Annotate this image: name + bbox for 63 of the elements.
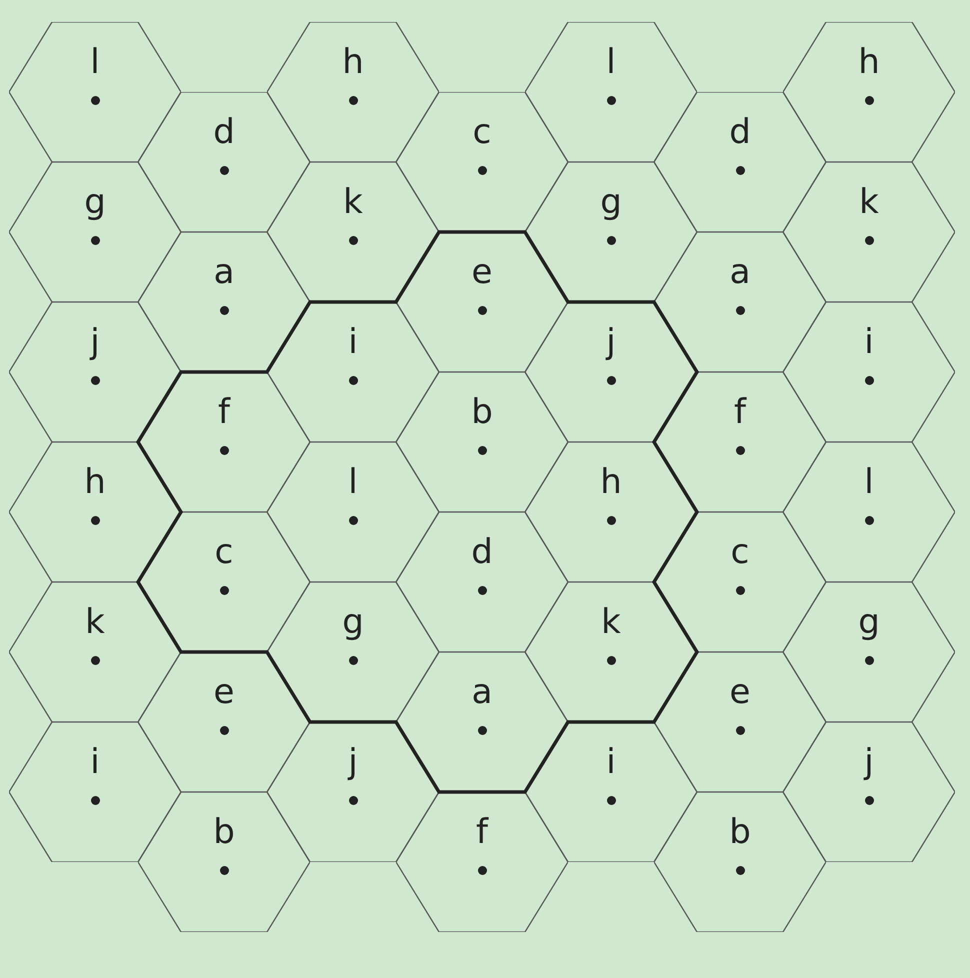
tile-letter: i <box>347 322 359 362</box>
hexagon-tile <box>9 162 181 302</box>
tile-letter: i <box>89 742 101 782</box>
tile-letter: d <box>212 112 236 152</box>
tile-letter: a <box>470 672 494 712</box>
tile-letter: f <box>733 392 748 432</box>
tile-letter: j <box>88 322 101 362</box>
tile-letter: h <box>341 42 365 82</box>
hexagon-tile <box>396 372 568 512</box>
tile-letter: j <box>604 322 617 362</box>
tile-letter: a <box>728 252 752 292</box>
hexagon-tile <box>267 22 439 162</box>
hexagon-tile <box>525 22 697 162</box>
tile-letter: g <box>83 182 107 222</box>
hexagon-tile <box>783 302 955 442</box>
hexagon-tile <box>783 442 955 582</box>
hexagon-tile <box>267 442 439 582</box>
hexagon-tile <box>9 302 181 442</box>
tile-letter: f <box>217 392 232 432</box>
hexagon-tile <box>783 22 955 162</box>
tile-letter: b <box>470 392 494 432</box>
tile-letter: k <box>342 182 364 222</box>
tile-letter: l <box>89 42 101 82</box>
tile-letter: h <box>857 42 881 82</box>
hexagon-tile <box>654 92 826 232</box>
tile-letter: k <box>858 182 880 222</box>
tile-letter: b <box>728 812 752 852</box>
hexagon-tile <box>396 512 568 652</box>
tile-letter: j <box>862 742 875 782</box>
tile-letter: f <box>475 812 490 852</box>
hexagon-tile <box>138 792 310 932</box>
hexagon-tile <box>138 92 310 232</box>
tile-letter: h <box>599 462 623 502</box>
hexagon-tile <box>783 162 955 302</box>
hexagon-tile <box>783 722 955 862</box>
tile-letter: e <box>728 672 752 712</box>
tile-letter: k <box>600 602 622 642</box>
hexagon-tile <box>396 792 568 932</box>
tile-letter: e <box>212 672 236 712</box>
tile-letter: g <box>599 182 623 222</box>
tile-letter: l <box>605 42 617 82</box>
tile-letter: e <box>470 252 494 292</box>
tile-letter: c <box>730 532 750 572</box>
tile-letter: d <box>728 112 752 152</box>
hexagon-tile <box>783 582 955 722</box>
tile-letter: h <box>83 462 107 502</box>
tile-letter: a <box>212 252 236 292</box>
tile-letter: i <box>863 322 875 362</box>
hexagon-tile <box>9 722 181 862</box>
tile-letter: d <box>470 532 494 572</box>
hexagon-tile <box>9 22 181 162</box>
hexagon-tile <box>654 232 826 372</box>
tile-letter: k <box>84 602 106 642</box>
tile-letter: i <box>605 742 617 782</box>
tile-letter: g <box>857 602 881 642</box>
hexagon-tile <box>654 792 826 932</box>
tile-letter: g <box>341 602 365 642</box>
tile-letter: b <box>212 812 236 852</box>
tile-letter: j <box>346 742 359 782</box>
tile-letter: c <box>472 112 492 152</box>
tile-letter: l <box>863 462 875 502</box>
tile-letter: c <box>214 532 234 572</box>
tile-letter: l <box>347 462 359 502</box>
